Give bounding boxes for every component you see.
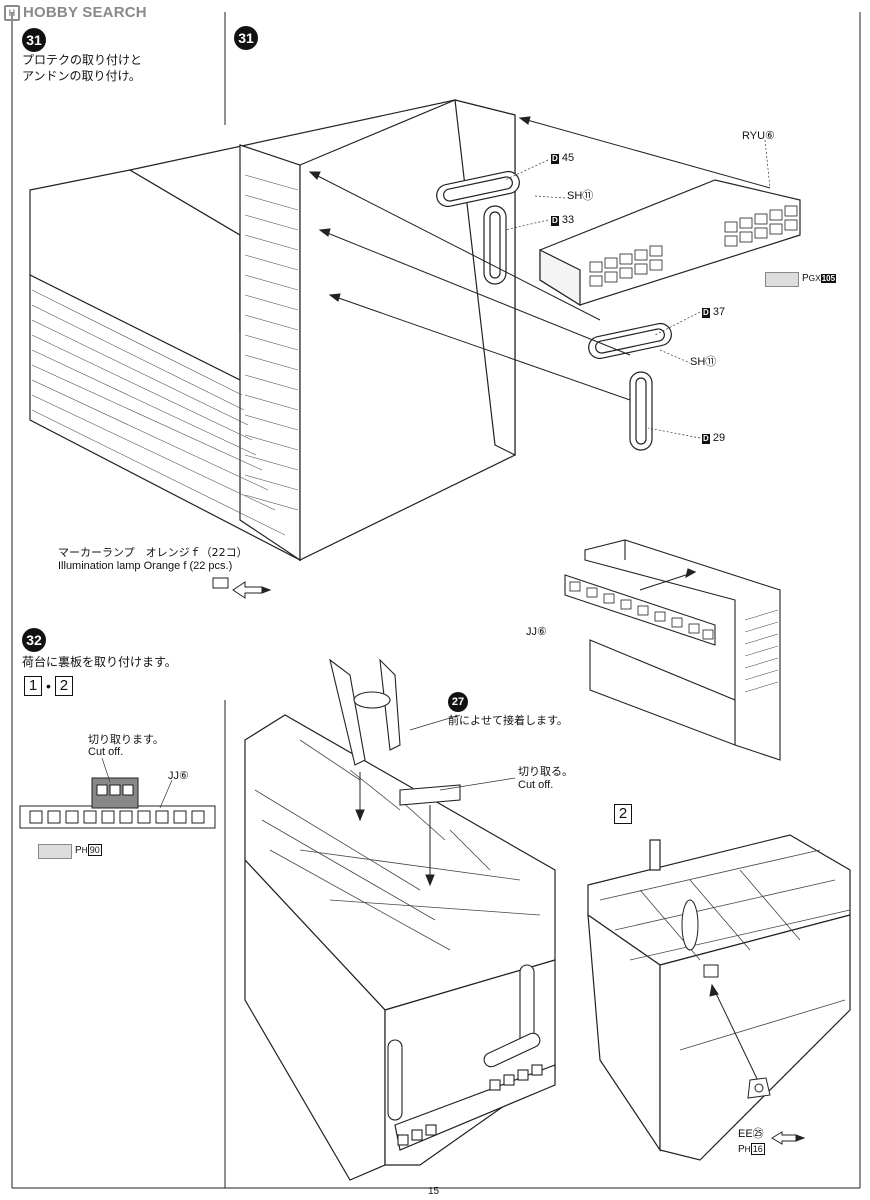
panel-ribs <box>31 174 299 536</box>
substep-dot: • <box>46 678 51 694</box>
protector-parts <box>436 170 672 451</box>
cut-off-en: Cut off. <box>88 746 124 758</box>
d29-num: 29 <box>712 432 726 444</box>
step32-caption: 荷台に裏板を取り付けます。 <box>22 655 177 669</box>
assembly-arrows <box>308 116 771 401</box>
substep-box-1: 1 <box>24 676 42 696</box>
cut-off2-en: Cut off. <box>518 779 554 791</box>
jj-inset-lamps <box>569 581 714 640</box>
paint-sub: H <box>81 845 88 855</box>
cut-off2-jp: 切り取る。 <box>518 765 573 778</box>
d45-num: 45 <box>561 152 575 164</box>
paint-swatch-h90 <box>38 844 72 859</box>
label-d37: D 37 <box>702 306 725 319</box>
marker-lamp-jp: マーカーランプ オレンジｆ（22コ） <box>58 546 248 559</box>
hobby-search-logo-icon: H <box>4 4 20 21</box>
paint-num: 90 <box>87 844 102 856</box>
watermark-text: HOBBY SEARCH <box>23 4 147 21</box>
d33-num: 33 <box>561 214 575 226</box>
substep-boxes: 1 • 2 <box>24 676 73 696</box>
d-letter: D <box>551 154 559 164</box>
jj-part-detail <box>19 777 216 829</box>
substep2-ribs <box>599 849 851 1051</box>
label-jj-inset: JJ⑥ <box>526 626 547 638</box>
step31-number-left: 31 <box>22 28 46 52</box>
label-ryu: RYU⑥ <box>742 130 775 142</box>
label-d33: D 33 <box>551 214 574 227</box>
paint-code-gx105: PGX105 <box>802 272 837 285</box>
paint-color-swatch <box>765 272 799 287</box>
marker-lamp-en: Illumination lamp Orange f (22 pcs.) <box>58 560 233 572</box>
label-d45: D 45 <box>551 152 574 165</box>
step31-number-main: 31 <box>234 26 258 50</box>
jj-inset-drawing <box>564 539 781 761</box>
paint-num: 16 <box>750 1143 765 1155</box>
substep-box-2: 2 <box>54 676 73 696</box>
substep2-drawing <box>587 834 851 1161</box>
ryu-lamp-grid <box>589 205 798 287</box>
bed-underside-drawing <box>244 714 556 1181</box>
leader-lines <box>504 139 771 439</box>
cut-off-jp: 切り取ります。 <box>88 733 164 746</box>
hitch-part <box>329 658 401 766</box>
paint-num: 105 <box>820 274 837 283</box>
step32-arrows <box>355 772 435 887</box>
truck-bed-drawing <box>29 99 801 562</box>
step32-number: 32 <box>22 628 46 652</box>
step32-leaders <box>101 714 516 809</box>
label-jj-detail: JJ⑥ <box>168 770 189 782</box>
paint-sub: GX <box>808 273 821 283</box>
watermark: H HOBBY SEARCH <box>4 4 147 21</box>
jj-inset-ribs <box>744 609 779 693</box>
page-number: 15 <box>428 1186 440 1197</box>
d-letter: D <box>551 216 559 226</box>
label-d29: D 29 <box>702 432 725 445</box>
label-sh11-a: SH⑪ <box>567 190 594 202</box>
paint-color-swatch <box>38 844 72 859</box>
paint-sub: H <box>744 1144 751 1154</box>
label-ee25: EE㉕ <box>738 1128 764 1140</box>
lamp-piece <box>212 577 272 599</box>
attach-note: 前によせて接着します。 <box>448 714 568 727</box>
d37-num: 37 <box>712 306 726 318</box>
paint-swatch-gx105 <box>765 272 799 287</box>
ref-step-27: 27 <box>448 692 468 712</box>
d-letter: D <box>702 434 710 444</box>
bed-underside-ribs <box>254 739 541 951</box>
paint-p: P <box>802 273 809 284</box>
paint-p: P <box>738 1144 745 1155</box>
substep-2-label: 2 <box>614 804 632 824</box>
d-letter: D <box>702 308 710 318</box>
bed-underside-parts <box>387 784 543 1146</box>
label-sh11-b: SH⑪ <box>690 356 717 368</box>
panel-frame <box>11 12 861 1189</box>
paint-p: P <box>75 845 82 856</box>
substep2-ee-part <box>681 899 806 1145</box>
step31-caption: プロテクの取り付けと アンドンの取り付け。 <box>22 53 143 83</box>
